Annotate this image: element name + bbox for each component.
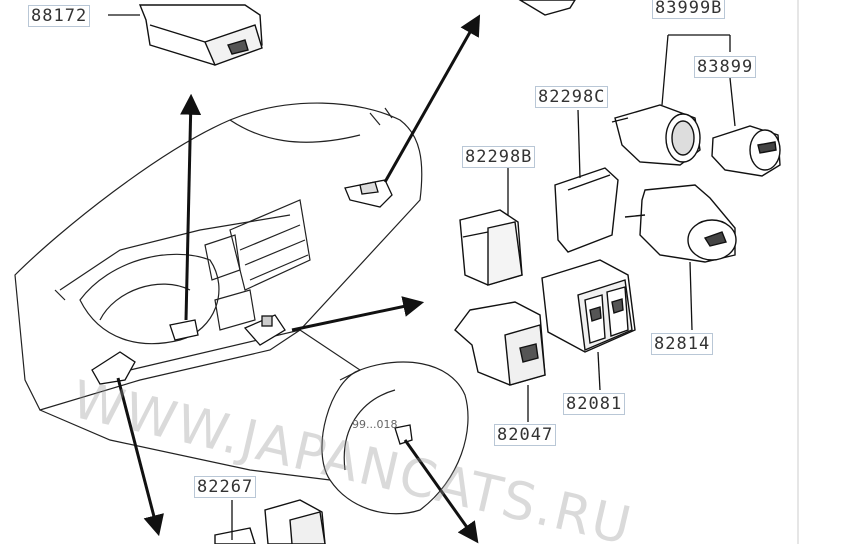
dash-switch-upper xyxy=(344,179,393,208)
dash-clip xyxy=(394,424,413,445)
lighter-plug-83899 xyxy=(711,125,781,177)
label-83999b: 83999B xyxy=(652,0,726,19)
label-82814: 82814 xyxy=(651,333,714,355)
parts-diagram xyxy=(14,0,799,544)
bracket-83999b xyxy=(661,34,736,127)
switch-88172 xyxy=(138,4,263,66)
dash-switch-center xyxy=(169,319,199,341)
switch-82814 xyxy=(624,184,737,263)
label-88172: 88172 xyxy=(28,5,91,27)
arrows xyxy=(116,14,481,544)
dash-switch-left xyxy=(91,351,136,385)
label-82267: 82267 xyxy=(194,476,257,498)
lighter-83999b xyxy=(611,104,701,166)
switch-82047 xyxy=(454,301,546,386)
switch-82298b xyxy=(459,209,523,286)
dashboard-outline xyxy=(14,102,469,515)
switch-82081 xyxy=(541,259,636,353)
label-82081: 82081 xyxy=(563,393,626,415)
top-box-part xyxy=(518,0,576,16)
switch-82267 xyxy=(214,499,326,544)
label-83899: 83899 xyxy=(694,56,757,78)
label-82298b: 82298B xyxy=(462,146,536,168)
cover-82298c xyxy=(554,167,619,253)
label-82298c: 82298C xyxy=(535,86,609,108)
dash-switch-right xyxy=(243,314,286,346)
dash-part-code: 99...018 xyxy=(352,418,398,431)
label-82047: 82047 xyxy=(494,424,557,446)
